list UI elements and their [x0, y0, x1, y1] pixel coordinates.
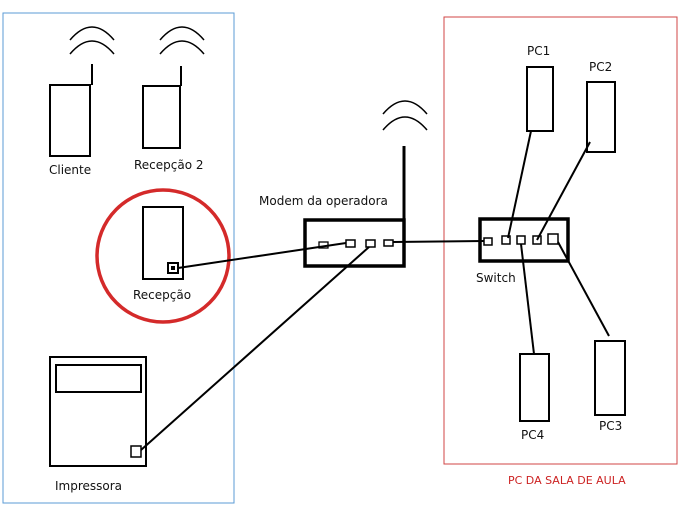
- switch-label: Switch: [476, 271, 516, 285]
- modem-port-3: [365, 239, 376, 248]
- recepcao-highlight-circle: [95, 188, 231, 324]
- switch-device: [478, 217, 570, 263]
- cliente-wifi-icon: [69, 26, 115, 55]
- cable-switch-pc3: [557, 241, 610, 337]
- pc3-label: PC3: [599, 419, 622, 433]
- cliente-label: Cliente: [49, 163, 91, 177]
- cable-recepcao-modem: [177, 242, 347, 269]
- switch-port-1: [483, 237, 493, 246]
- recepcao-device: [142, 206, 184, 280]
- pc4-label: PC4: [521, 428, 544, 442]
- pc3-device: [594, 340, 626, 416]
- switch-port-2: [501, 235, 511, 245]
- cable-switch-pc1: [507, 130, 532, 239]
- cable-switch-pc2: [536, 141, 591, 241]
- pc1-label: PC1: [527, 44, 550, 58]
- modem-wifi-icon: [382, 100, 428, 131]
- cables: [140, 130, 610, 451]
- pc1-device: [526, 66, 554, 132]
- recepcao2-label: Recepção 2: [134, 158, 204, 172]
- recepcao2-wifi-icon: [159, 26, 205, 55]
- pc2-label: PC2: [589, 60, 612, 74]
- modem-label: Modem da operadora: [259, 194, 388, 208]
- pc4-device: [519, 353, 550, 422]
- impressora-label: Impressora: [55, 479, 122, 493]
- recepcao2-device: [142, 66, 182, 149]
- impressora-display: [55, 364, 142, 393]
- cable-modem-switch: [392, 240, 485, 243]
- classroom-label: PC DA SALA DE AULA: [508, 474, 626, 487]
- recepcao-label: Recepção: [133, 288, 191, 302]
- switch-port-5: [547, 233, 559, 245]
- cliente-device: [49, 64, 93, 157]
- modem-device: [303, 146, 406, 268]
- impressora-port: [130, 445, 142, 458]
- impressora-device: [49, 356, 147, 467]
- cable-switch-pc4: [520, 243, 535, 355]
- modem-port-2: [345, 239, 356, 248]
- modem-port-4: [383, 239, 394, 247]
- reception-area-box: [2, 12, 235, 504]
- switch-port-3: [516, 235, 526, 245]
- pc2-device: [586, 81, 616, 153]
- cable-impressora-modem: [140, 246, 370, 451]
